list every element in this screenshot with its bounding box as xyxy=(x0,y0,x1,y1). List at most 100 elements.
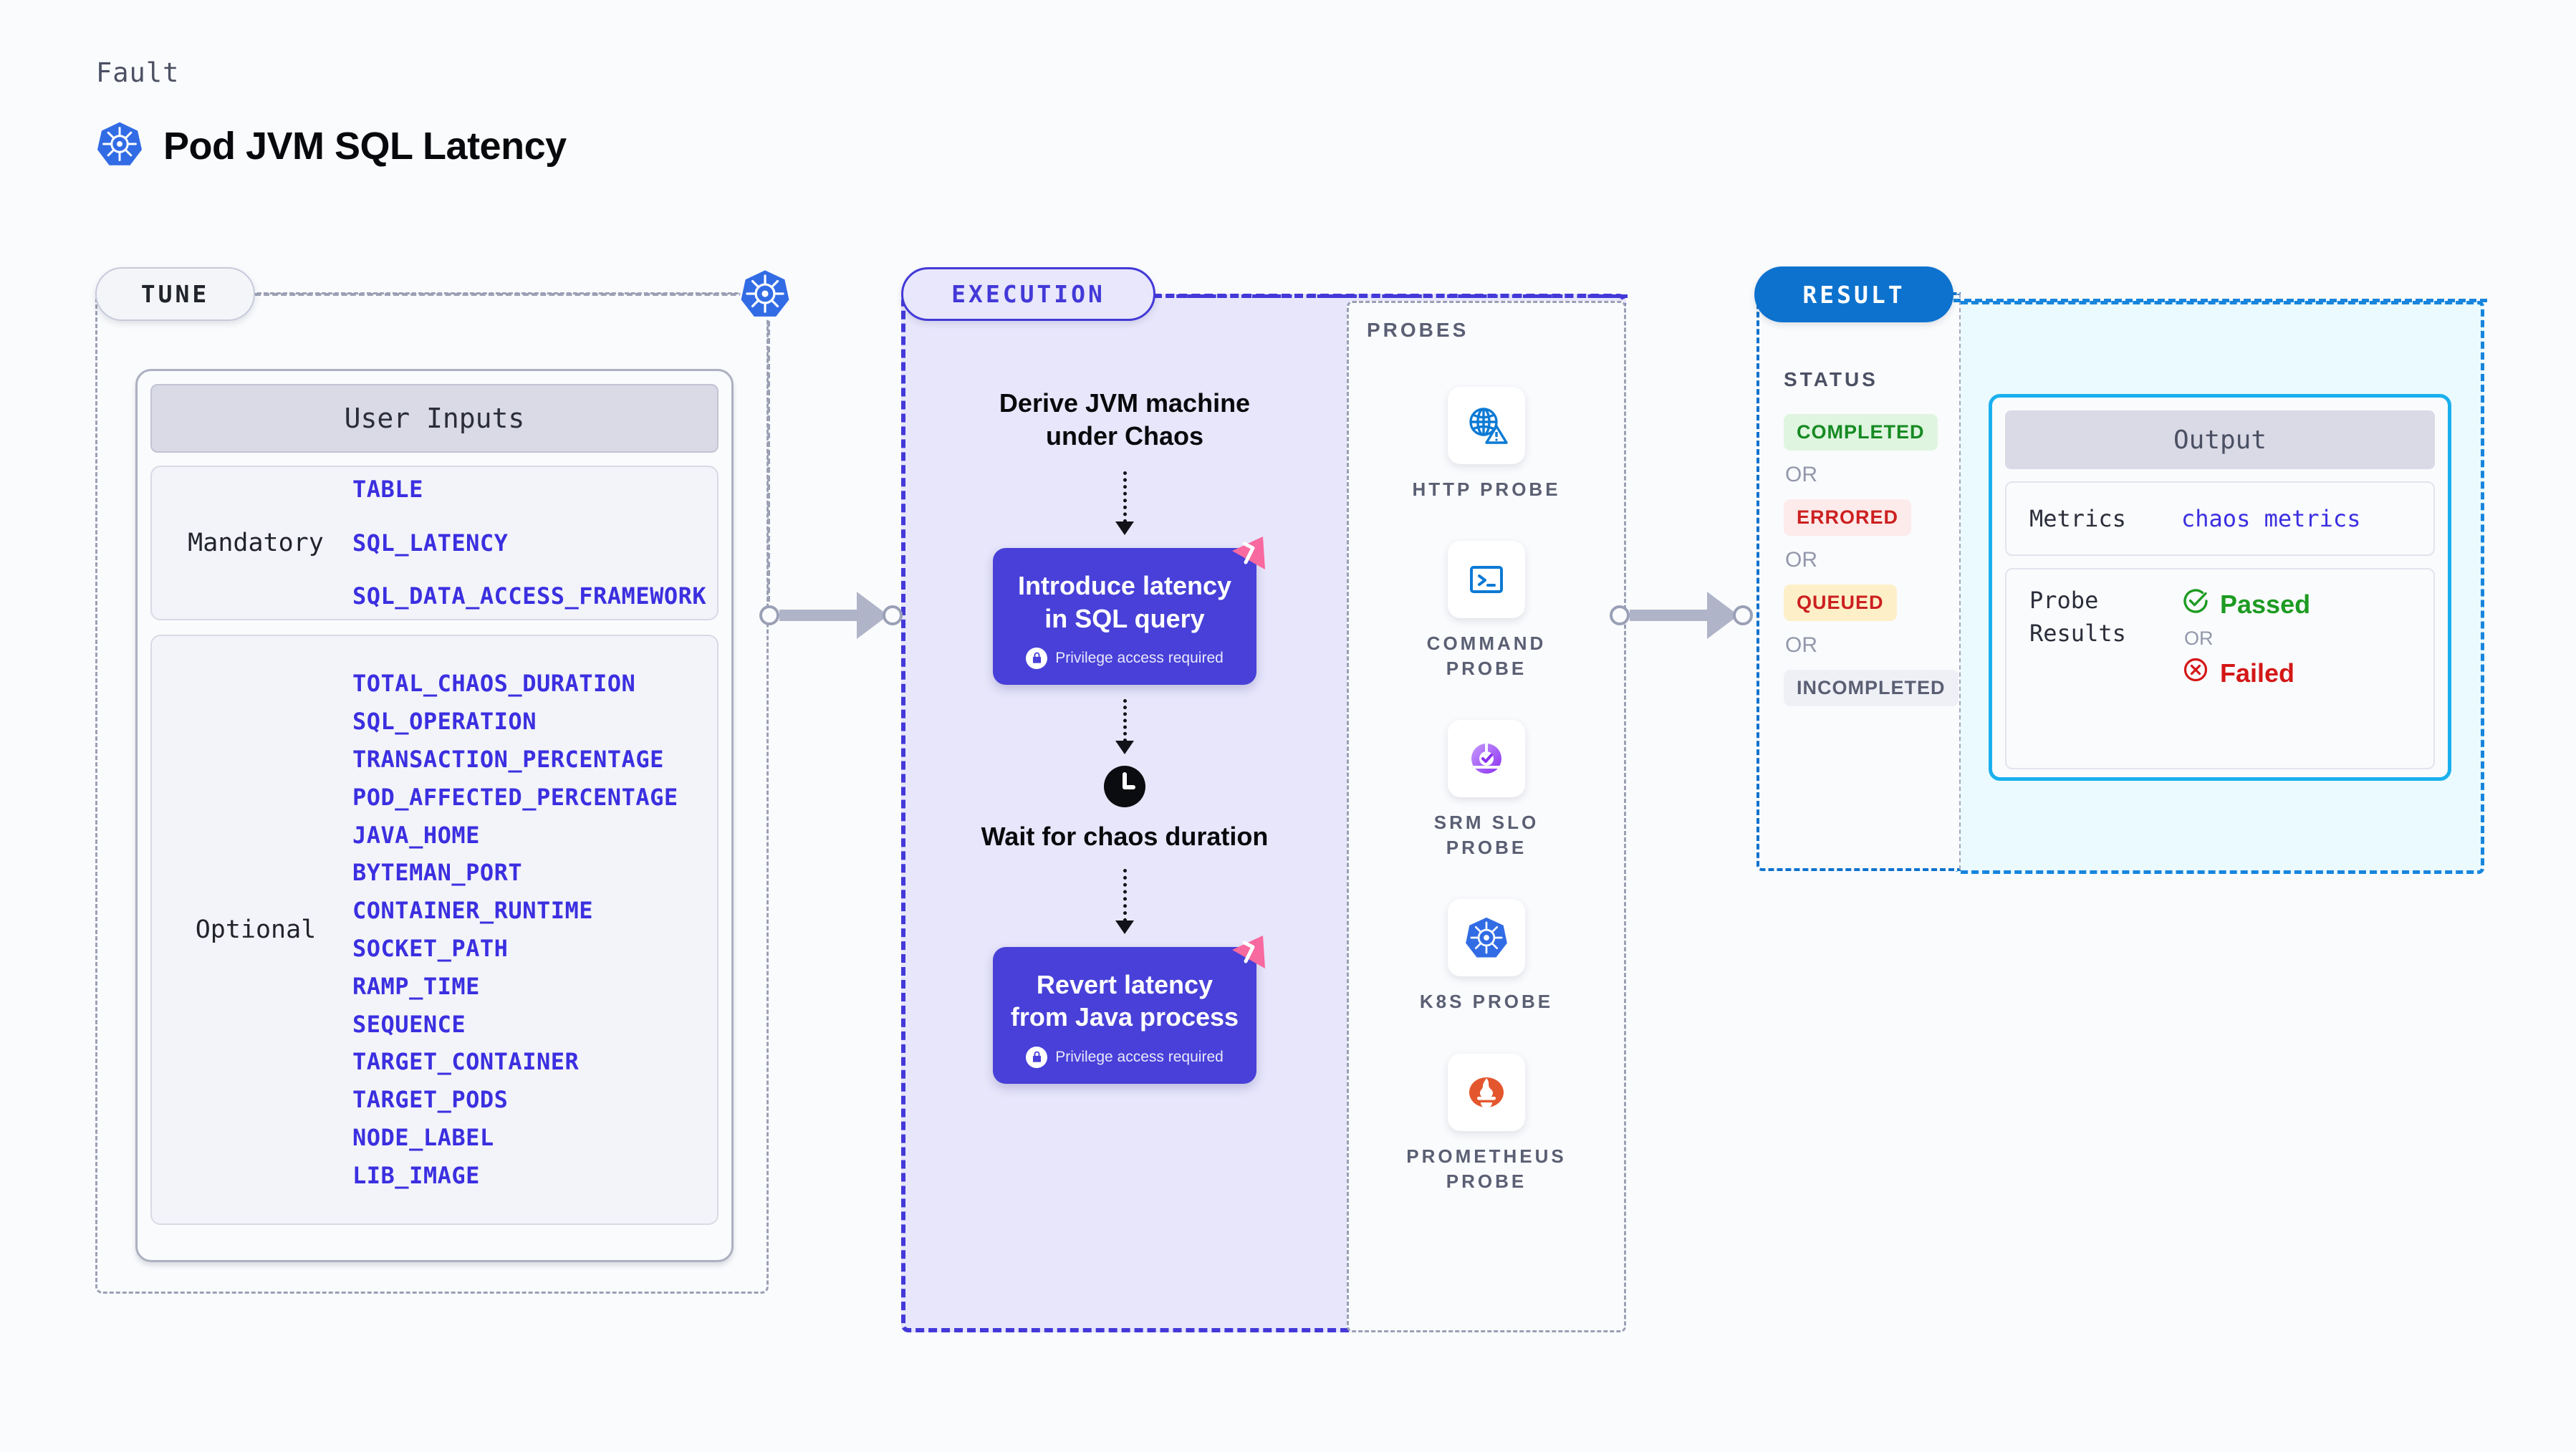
probe-result-or: OR xyxy=(2184,628,2214,649)
param-item[interactable]: RAMP_TIME xyxy=(352,972,480,1000)
terminal-icon xyxy=(1448,541,1525,619)
tune-pill[interactable]: TUNE xyxy=(95,267,255,321)
status-or: OR xyxy=(1785,463,1817,486)
probes-list: HTTP PROBE COMMAND PROBE xyxy=(1347,387,1626,1194)
flow-arrow xyxy=(1115,471,1134,536)
connector-bar xyxy=(779,610,858,621)
param-item[interactable]: POD_AFFECTED_PERCENTAGE xyxy=(352,783,678,811)
connector-dot-left xyxy=(759,605,779,625)
probe-label: K8S PROBE xyxy=(1419,991,1554,1013)
fault-label: Fault xyxy=(96,57,180,88)
srm-slo-icon xyxy=(1448,720,1525,798)
probe-results-values: Passed OR Failed xyxy=(2181,584,2310,691)
result-pill[interactable]: RESULT xyxy=(1754,266,1953,322)
tune-to-execution-arrow xyxy=(759,592,903,639)
tune-connector-line xyxy=(255,293,771,296)
mandatory-label: Mandatory xyxy=(188,529,324,557)
output-header: Output xyxy=(2005,410,2435,469)
param-item[interactable]: LIB_IMAGE xyxy=(352,1161,480,1189)
execution-box-title: Introduce latency in SQL query xyxy=(1017,571,1232,633)
result-connector-line xyxy=(1953,299,2487,302)
result-status-container xyxy=(1756,292,1961,871)
connector-dot-right xyxy=(883,605,903,625)
param-item[interactable]: TARGET_PODS xyxy=(352,1086,509,1114)
param-item[interactable]: CONTAINER_RUNTIME xyxy=(352,897,594,925)
probe-k8s[interactable]: K8S PROBE xyxy=(1393,899,1580,1014)
optional-params-group: Optional TOTAL_CHAOS_DURATION SQL_OPERAT… xyxy=(150,635,719,1225)
lock-icon xyxy=(1026,1046,1048,1068)
param-item[interactable]: SQL_OPERATION xyxy=(352,708,537,736)
execution-step-revert-latency[interactable]: Revert latency from Java process Privile… xyxy=(993,935,1265,1084)
param-item[interactable]: SEQUENCE xyxy=(352,1010,466,1038)
probe-label: SRM SLO PROBE xyxy=(1433,812,1539,859)
page-title-text: Pod JVM SQL Latency xyxy=(163,124,567,168)
chaos-ribbon-icon xyxy=(1224,532,1271,580)
execution-connector-line xyxy=(1155,294,1628,298)
optional-params-list: TOTAL_CHAOS_DURATION SQL_OPERATION TRANS… xyxy=(352,665,678,1194)
user-inputs-card: User Inputs Mandatory TABLE SQL_LATENCY … xyxy=(135,369,734,1262)
param-item[interactable]: SOCKET_PATH xyxy=(352,935,509,962)
execution-flow: Derive JVM machine under Chaos Introduce… xyxy=(960,387,1289,1084)
probe-command[interactable]: COMMAND PROBE xyxy=(1393,541,1580,681)
status-or: OR xyxy=(1785,548,1817,572)
probe-http[interactable]: HTTP PROBE xyxy=(1393,387,1580,502)
param-item[interactable]: TRANSACTION_PERCENTAGE xyxy=(352,746,664,774)
prometheus-icon xyxy=(1448,1053,1525,1131)
execution-box-title: Revert latency from Java process xyxy=(1010,969,1239,1032)
status-or: OR xyxy=(1785,633,1817,657)
param-item[interactable]: SQL_LATENCY xyxy=(352,529,509,557)
execution-box-subtitle: Privilege access required xyxy=(1004,647,1245,669)
probe-result-failed: Failed xyxy=(2181,655,2310,691)
param-item[interactable]: TARGET_CONTAINER xyxy=(352,1048,580,1076)
probe-srm-slo[interactable]: SRM SLO PROBE xyxy=(1393,720,1580,860)
probe-prometheus[interactable]: PROMETHEUS PROBE xyxy=(1393,1053,1580,1194)
status-badge-incompleted: INCOMPLETED xyxy=(1784,670,1959,706)
probe-label: PROMETHEUS PROBE xyxy=(1406,1145,1567,1192)
probe-label: COMMAND PROBE xyxy=(1426,633,1547,680)
mandatory-params-group: Mandatory TABLE SQL_LATENCY SQL_DATA_ACC… xyxy=(150,466,719,620)
globe-warning-icon xyxy=(1448,387,1525,464)
probes-title: PROBES xyxy=(1367,319,1469,341)
status-title: STATUS xyxy=(1784,368,1878,390)
kubernetes-icon xyxy=(1448,899,1525,977)
flow-arrow xyxy=(1115,698,1134,754)
param-item[interactable]: BYTEMAN_PORT xyxy=(352,859,523,887)
execution-pill[interactable]: EXECUTION xyxy=(901,267,1155,321)
tune-kubernetes-icon xyxy=(738,266,792,321)
status-divider xyxy=(1959,294,1961,870)
probe-label: HTTP PROBE xyxy=(1412,479,1561,500)
user-inputs-header: User Inputs xyxy=(150,384,719,453)
execution-step-wait: Wait for chaos duration xyxy=(981,821,1269,851)
mandatory-params-list: TABLE SQL_LATENCY SQL_DATA_ACCESS_FRAMEW… xyxy=(352,471,706,615)
flow-arrow xyxy=(1115,868,1134,934)
param-item[interactable]: TOTAL_CHAOS_DURATION xyxy=(352,670,636,698)
kubernetes-icon xyxy=(96,120,143,171)
clock-icon xyxy=(1102,764,1147,809)
status-badge-errored: ERRORED xyxy=(1784,499,1912,536)
execution-box-subtitle: Privilege access required xyxy=(1004,1046,1245,1068)
probes-container xyxy=(1347,301,1626,1332)
param-item[interactable]: SQL_DATA_ACCESS_FRAMEWORK xyxy=(352,582,707,610)
page-title: Pod JVM SQL Latency xyxy=(96,120,567,171)
probe-result-passed: Passed xyxy=(2181,587,2310,622)
status-badge-completed: COMPLETED xyxy=(1784,414,1938,451)
failed-text: Failed xyxy=(2220,658,2295,688)
check-circle-icon xyxy=(2181,587,2210,622)
probes-to-result-arrow xyxy=(1610,592,1753,639)
param-item[interactable]: TABLE xyxy=(352,475,423,503)
execution-step-introduce-latency[interactable]: Introduce latency in SQL query Privilege… xyxy=(993,537,1265,685)
connector-dot-left xyxy=(1610,605,1630,625)
chaos-ribbon-icon xyxy=(1224,931,1271,979)
optional-label: Optional xyxy=(195,915,317,944)
privilege-text: Privilege access required xyxy=(1055,649,1224,666)
metrics-link[interactable]: chaos metrics xyxy=(2181,505,2361,532)
output-metrics-row: Metrics chaos metrics xyxy=(2005,481,2435,556)
lock-icon xyxy=(1026,647,1048,669)
connector-dot-right xyxy=(1733,605,1753,625)
param-item[interactable]: NODE_LABEL xyxy=(352,1123,494,1151)
x-circle-icon xyxy=(2181,655,2210,691)
param-item[interactable]: JAVA_HOME xyxy=(352,821,480,849)
